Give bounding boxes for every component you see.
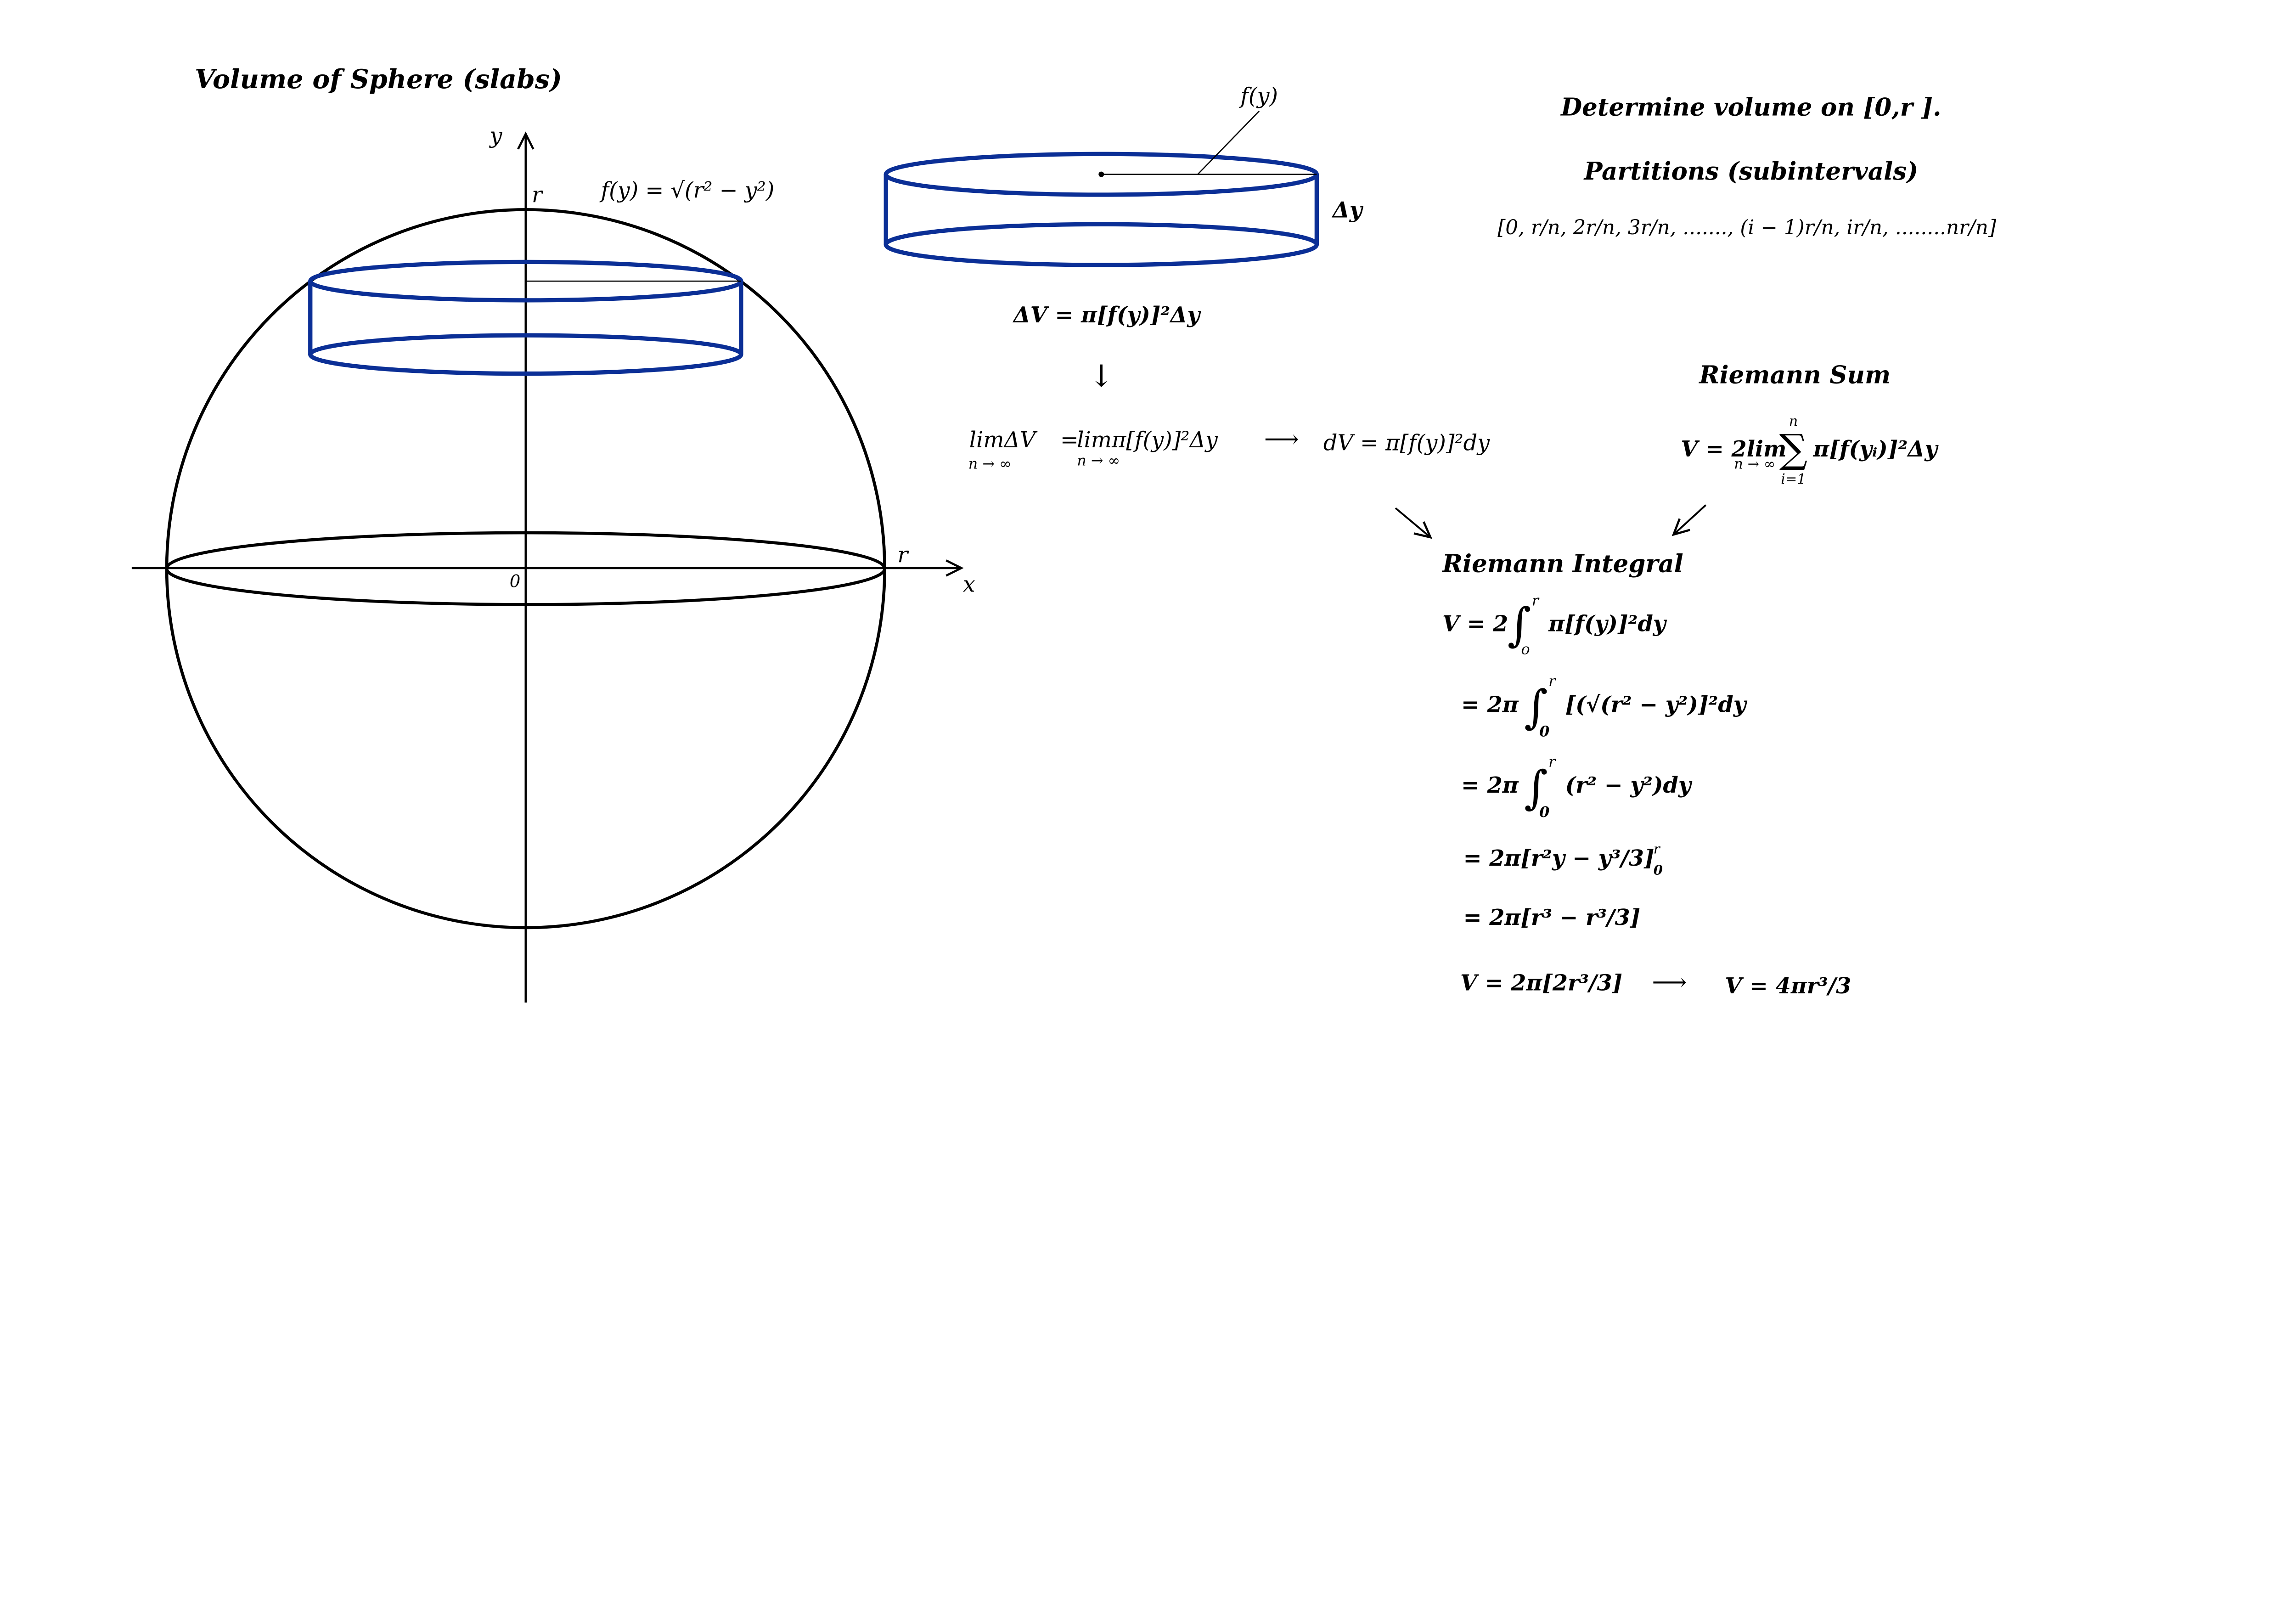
center-dot <box>1098 171 1104 177</box>
riemann-integral-heading: Riemann Integral <box>1441 550 1683 578</box>
y-axis-label: y <box>489 123 503 148</box>
integral-prefix: V = 2 <box>1442 611 1508 637</box>
integrand: π[f(y)]²dy <box>1548 611 1667 637</box>
limit-equals: = <box>1060 428 1079 453</box>
differential-volume: dV = π[f(y)]²dy <box>1323 431 1490 456</box>
limit-lhs: limΔV <box>969 428 1038 453</box>
integral-line-2: = 2π ∫ 0 r [(√(r² − y²)]²dy <box>1461 673 1748 740</box>
integral-line-5: = 2π[r³ − r³/3] <box>1463 905 1641 930</box>
slab-volume-formula: ΔV = π[f(y)]²Δy <box>1013 302 1201 328</box>
integrand: (r² − y²)dy <box>1565 772 1693 798</box>
integral-prefix: = 2π <box>1461 772 1519 798</box>
riemann-sum-formula: V = 2lim n → ∞ ∑ n i=1 π[f(yᵢ)]²Δy <box>1681 414 1939 488</box>
right-r-label: r <box>897 542 909 568</box>
integral-line-6: V = 2π[2r³/3] <box>1460 970 1622 996</box>
sigma-upper-limit: n <box>1789 414 1798 430</box>
integral-line-3: = 2π ∫ 0 r (r² − y²)dy <box>1461 754 1693 821</box>
integral-sign-icon: ∫ <box>1524 681 1548 733</box>
riemann-sum-lim-subscript: n → ∞ <box>1734 456 1775 472</box>
final-arrow: ⟶ <box>1652 968 1687 996</box>
origin-label: 0 <box>510 572 521 592</box>
riemann-sum-body: π[f(yᵢ)]²Δy <box>1813 436 1939 462</box>
arrow-to-integral-right <box>1671 504 1707 536</box>
x-axis-label: x <box>963 572 975 597</box>
cylinder <box>884 110 1319 267</box>
antiderivative: = 2π[r²y − y³/3] <box>1463 845 1654 871</box>
limit-rhs: limπ[f(y)]²Δy <box>1077 428 1218 453</box>
integral-sign-icon: ∫ <box>1524 761 1548 814</box>
sphere-volume-diagram: Volume of Sphere (slabs) y r f(y) = √(r²… <box>131 64 1997 1003</box>
integral-lower-limit: 0 <box>1539 804 1549 821</box>
riemann-sum-lhs: V = 2lim <box>1681 436 1786 462</box>
integral-prefix: = 2π <box>1461 692 1519 717</box>
integrand: [(√(r² − y²)]²dy <box>1565 692 1748 717</box>
figure-title: Volume of Sphere (slabs) <box>195 64 562 95</box>
integral-line-4: = 2π[r²y − y³/3] 0 r <box>1463 841 1663 878</box>
equator-ellipse <box>165 531 886 606</box>
sphere-slab <box>308 259 743 376</box>
riemann-sum-heading: Riemann Sum <box>1698 361 1891 389</box>
limit-arrow: ⟶ <box>1264 425 1299 453</box>
arrow-to-integral-left <box>1395 507 1433 539</box>
integral-lower-limit: 0 <box>1539 723 1549 740</box>
integral-upper-limit: r <box>1548 754 1556 771</box>
limit-rhs-subscript: n → ∞ <box>1077 452 1120 469</box>
limit-lhs-subscript: n → ∞ <box>968 455 1012 472</box>
integral-lower-limit: o <box>1521 641 1530 658</box>
down-arrow: ↓ <box>1089 358 1114 394</box>
integral-sign-icon: ∫ <box>1508 599 1531 652</box>
function-label: f(y) = √(r² − y²) <box>599 178 774 203</box>
integral-line-1: V = 2 ∫ o r π[f(y)]²dy <box>1442 592 1667 658</box>
top-r-label: r <box>532 183 544 208</box>
integral-upper-limit: r <box>1548 673 1556 690</box>
evaluation-lower: 0 <box>1654 862 1663 878</box>
radius-label: f(y) <box>1239 84 1278 109</box>
partitions-heading: Determine volume on [0,r ]. <box>1560 93 1941 122</box>
sigma-lower-limit: i=1 <box>1781 471 1806 487</box>
partitions-subheading: Partitions (subintervals) <box>1583 157 1919 186</box>
integral-upper-limit: r <box>1532 592 1540 609</box>
height-label: Δy <box>1332 197 1364 223</box>
partition-sequence: [0, r/n, 2r/n, 3r/n, ......., (i − 1)r/n… <box>1497 216 1997 239</box>
sigma-icon: ∑ <box>1779 426 1807 472</box>
final-result: V = 4πr³/3 <box>1725 973 1851 999</box>
evaluation-upper: r <box>1654 841 1661 856</box>
radius-leader-line <box>1197 110 1260 175</box>
